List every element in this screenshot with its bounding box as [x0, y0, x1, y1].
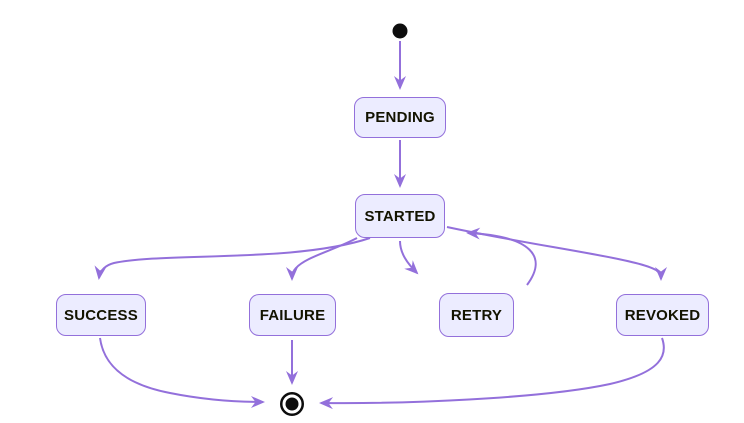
initial-state-node	[392, 23, 408, 39]
transition-started-to-revoked-edge	[446, 226, 667, 281]
state-node-retry: RETRY	[439, 293, 514, 337]
state-node-success: SUCCESS	[56, 294, 146, 336]
state-label-failure: FAILURE	[259, 306, 326, 324]
state-label-pending: PENDING	[365, 109, 435, 126]
transition-success-to-final-edge	[99, 337, 265, 408]
transition-started-to-success-edge	[94, 237, 371, 280]
final-state-node	[280, 392, 304, 416]
transition-started-to-retry-edge	[399, 240, 419, 275]
transition-revoked-to-final-edge	[319, 337, 665, 410]
state-node-pending: PENDING	[354, 97, 446, 138]
state-node-started: STARTED	[355, 194, 445, 238]
state-label-retry: RETRY	[450, 306, 503, 324]
transition-retry-to-started-edge	[466, 227, 537, 286]
state-label-success: SUCCESS	[64, 306, 138, 324]
state-node-revoked: REVOKED	[616, 294, 709, 336]
state-node-failure: FAILURE	[249, 294, 336, 336]
state-label-started: STARTED	[364, 207, 436, 225]
state-label-revoked: REVOKED	[624, 306, 701, 324]
transition-started-to-failure-edge	[286, 237, 358, 281]
